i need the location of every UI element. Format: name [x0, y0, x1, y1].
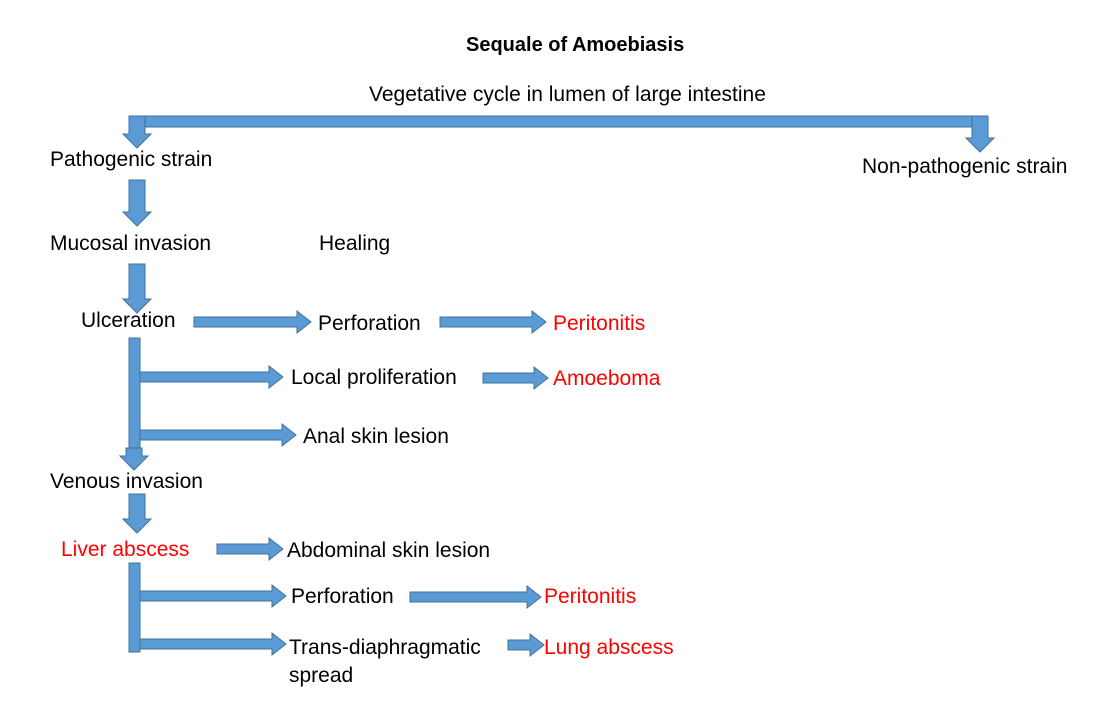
node-vegetative-cycle: Vegetative cycle in lumen of large intes… — [369, 83, 766, 106]
ulceration-trunk-bar — [128, 337, 141, 451]
arrow-to-local-proliferation — [139, 364, 284, 390]
arrow-liver-to-perforation — [139, 583, 287, 609]
arrow-liver-to-abdominal-lesion — [216, 536, 284, 562]
arrow-ulceration-to-perforation — [193, 309, 312, 335]
diagram-title: Sequale of Amoebiasis — [466, 34, 685, 56]
node-lung-abscess: Lung abscess — [544, 636, 674, 659]
node-perforation-2: Perforation — [291, 585, 394, 608]
arrow-mucosal-to-ulceration — [121, 263, 153, 314]
arrow-liver-to-trans-diaphragmatic — [139, 631, 287, 657]
node-amoeboma: Amoeboma — [553, 367, 661, 390]
node-trans-diaphragmatic-spread: Trans-diaphragmatic spread — [289, 634, 481, 690]
node-liver-abscess: Liver abscess — [61, 538, 190, 561]
arrow-to-anal-skin-lesion — [139, 422, 297, 448]
node-venous-invasion: Venous invasion — [50, 470, 203, 493]
liver-trunk-bar — [128, 562, 141, 653]
node-mucosal-invasion: Mucosal invasion — [50, 232, 212, 255]
arrow-to-non-pathogenic — [964, 115, 996, 153]
arrow-to-pathogenic — [121, 115, 153, 149]
arrow-perforation-to-peritonitis-2 — [409, 584, 542, 610]
node-peritonitis-2: Peritonitis — [544, 585, 637, 608]
node-local-proliferation: Local proliferation — [291, 366, 457, 389]
node-perforation-1: Perforation — [318, 312, 421, 335]
node-non-pathogenic-strain: Non-pathogenic strain — [862, 155, 1068, 178]
node-pathogenic-strain: Pathogenic strain — [50, 148, 213, 171]
node-healing: Healing — [319, 232, 391, 255]
arrow-perforation-to-peritonitis — [439, 309, 547, 335]
node-anal-skin-lesion: Anal skin lesion — [303, 425, 449, 448]
arrow-proliferation-to-amoeboma — [482, 365, 549, 391]
node-peritonitis-1: Peritonitis — [553, 312, 646, 335]
top-branch-bar — [128, 115, 989, 128]
trans-diaphragmatic-line-2: spread — [289, 664, 354, 687]
trans-diaphragmatic-line-1: Trans-diaphragmatic — [289, 636, 481, 659]
arrow-pathogenic-to-mucosal — [121, 179, 153, 227]
arrow-ulceration-to-venous — [118, 447, 150, 471]
node-ulceration: Ulceration — [81, 309, 176, 332]
node-abdominal-skin-lesion: Abdominal skin lesion — [287, 539, 491, 562]
arrow-venous-to-liver — [121, 493, 153, 534]
arrow-trans-to-lung-abscess — [507, 632, 545, 658]
